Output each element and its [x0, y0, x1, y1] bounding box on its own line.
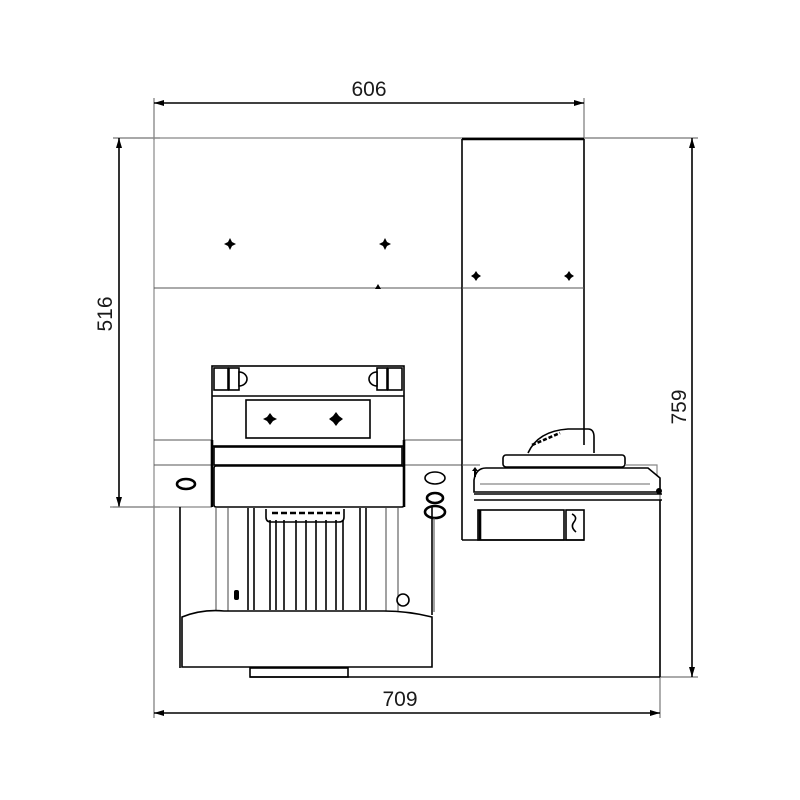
side-assembly	[462, 428, 662, 677]
dimension-label-759: 759	[668, 389, 691, 424]
mounting-hole-icon	[175, 477, 197, 491]
side-fittings	[175, 471, 447, 612]
motor-fins	[215, 508, 399, 613]
dimension-right-759: 759	[584, 137, 698, 678]
dimension-left-516: 516	[94, 137, 160, 508]
mounting-mark-icon	[224, 238, 391, 250]
dimension-label-516: 516	[94, 296, 117, 331]
clamp-left-icon	[213, 367, 248, 391]
dimension-label-606: 606	[351, 78, 386, 101]
dimension-top-606: 606	[153, 78, 585, 140]
mounting-mark-icon	[471, 271, 574, 281]
mounting-mark-icon	[263, 412, 343, 426]
base-plate	[181, 609, 433, 668]
clamp-right-icon	[368, 367, 403, 391]
fitting-icon	[424, 471, 446, 485]
right-panel	[461, 137, 585, 540]
dimension-label-709: 709	[382, 688, 417, 711]
motor-unit	[179, 365, 660, 678]
